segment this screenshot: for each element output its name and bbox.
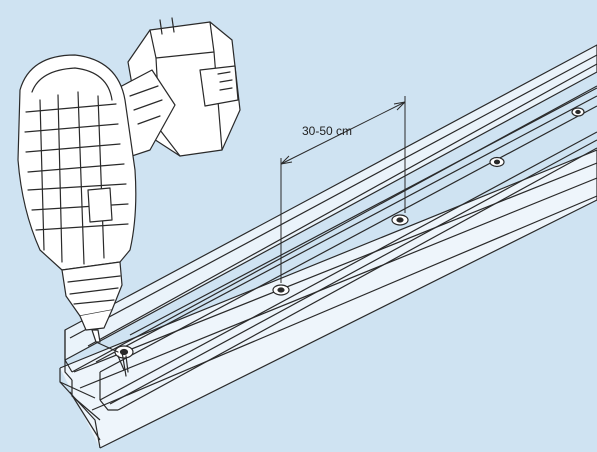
screw-hole [391, 214, 409, 226]
cordless-drill [17, 17, 241, 377]
dimension-indicator [280, 96, 406, 283]
screw-hole [114, 345, 134, 359]
arrowhead-left [280, 155, 293, 165]
arrowhead-right [393, 101, 406, 111]
base-profile [59, 149, 597, 449]
mounting-rail [64, 44, 597, 421]
screw-hole [489, 156, 505, 168]
dimension-line [280, 101, 406, 165]
screw-holes [114, 107, 585, 359]
drill-bit [91, 329, 119, 353]
drill-chuck [61, 261, 123, 331]
screw-hole [272, 284, 290, 296]
screw-hole [571, 107, 585, 117]
screw [117, 351, 129, 377]
dimension-label: 30-50 cm [302, 124, 353, 138]
drill-body [17, 54, 137, 271]
